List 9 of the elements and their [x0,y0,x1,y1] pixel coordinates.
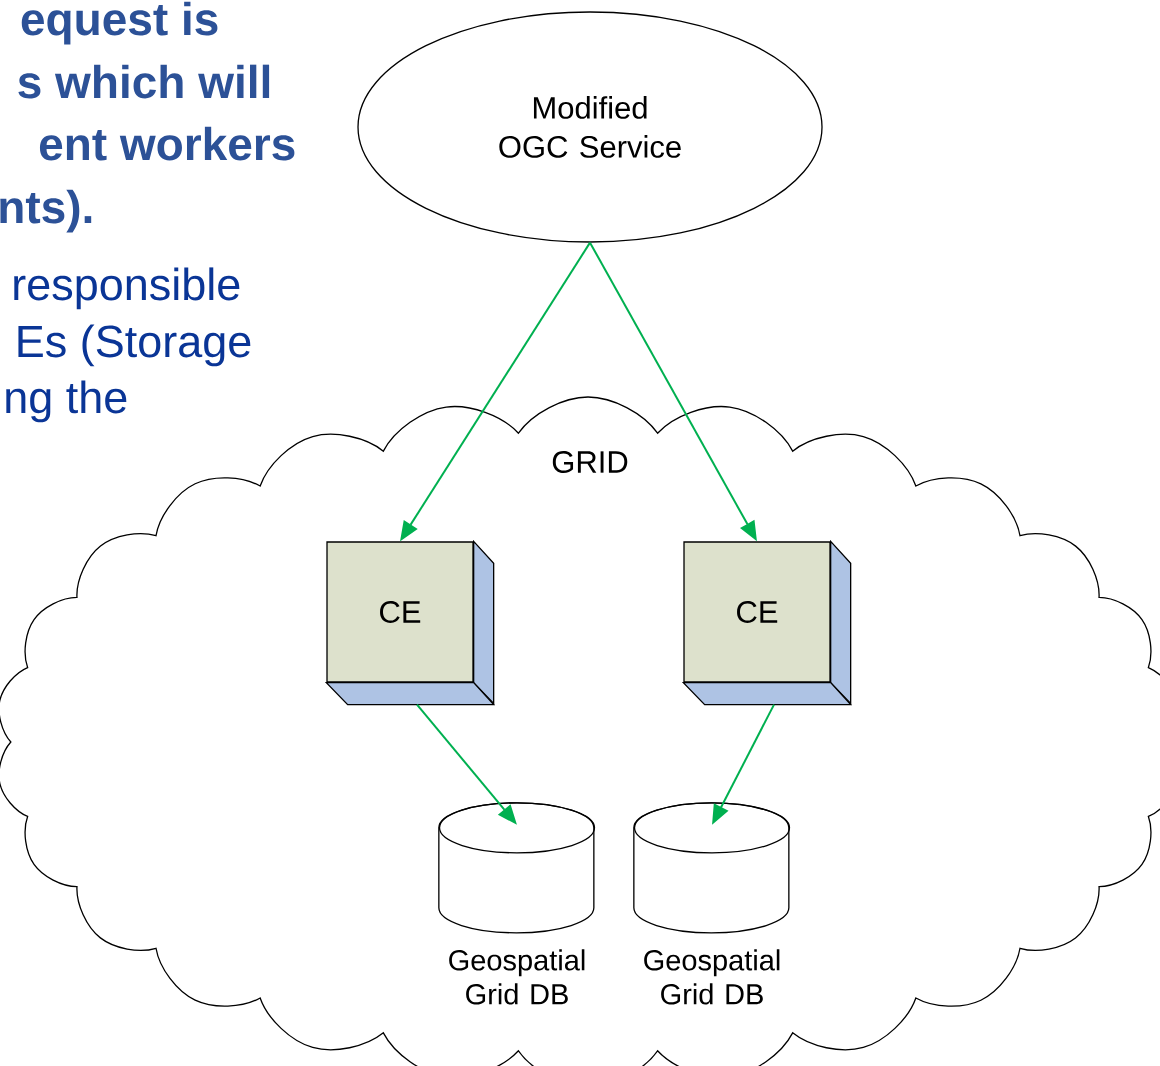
slide-text: Es (Storage [18,324,251,367]
slide-text: responsible [14,267,240,310]
slide-text: nts). [0,189,92,233]
slide-text: ng the [6,380,127,423]
database-label: Geospatial Grid DB [644,949,780,1005]
slide-text: ent workers [39,126,295,161]
slide-text: equest is [21,1,218,45]
database-label: Geospatial Grid DB [449,949,585,1005]
slide-text: s which will [18,64,270,99]
